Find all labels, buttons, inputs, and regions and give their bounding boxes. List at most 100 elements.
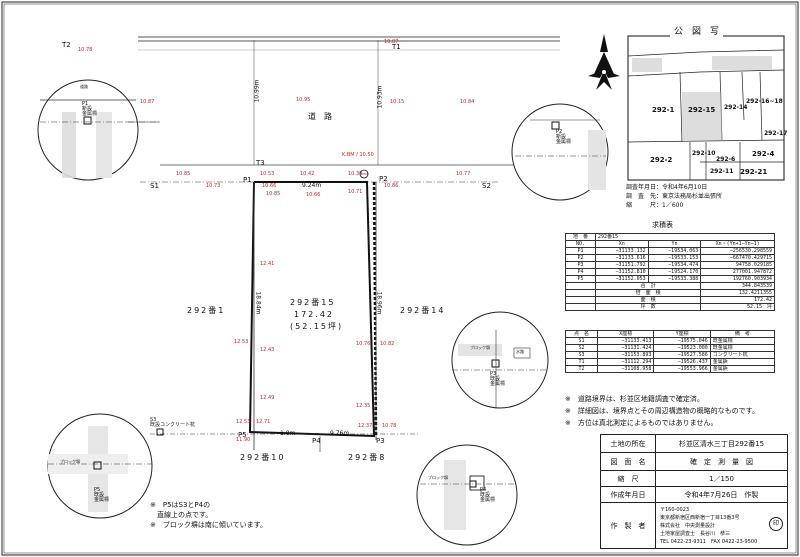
- point-t1: T1: [392, 43, 401, 51]
- dim-bottom-small: 1.8m: [280, 430, 296, 437]
- elev-label: 10.42: [300, 171, 315, 177]
- table-row: P1−31133.132−19534.063−256530.298559: [565, 247, 775, 255]
- parcel-label: 292-16~18: [746, 98, 783, 105]
- north-arrow-icon: [588, 34, 620, 90]
- elev-label: 10.86: [384, 183, 399, 189]
- elev-label: 11.90: [236, 437, 251, 443]
- point-t3: T3: [256, 159, 265, 167]
- p3-block: ブロック塀: [470, 345, 490, 350]
- point-t2: T2: [62, 41, 71, 49]
- point-s1: S1: [150, 182, 159, 190]
- elev-label: 10.71: [348, 189, 363, 195]
- point-p1: P1: [243, 176, 252, 184]
- point-p3: P3: [376, 437, 385, 445]
- elev-label: 10.87: [140, 99, 155, 105]
- parcel-label: 292-10: [692, 150, 716, 157]
- elev-label: 10.82: [380, 341, 395, 347]
- elev-label: 12.43: [260, 347, 275, 353]
- coord-table-title: 求積表: [652, 221, 673, 229]
- elev-label: 10.78: [382, 423, 397, 429]
- kozu-title: 公 図 写: [670, 28, 724, 37]
- detail-p3: [451, 311, 549, 409]
- elev-label: 10.53: [260, 171, 275, 177]
- elev-label: 10.78: [78, 47, 93, 53]
- parcel-label: 292-21: [740, 168, 768, 176]
- elev-label: 10.38: [348, 171, 363, 177]
- neighbor-bottom-left: 292番10: [240, 453, 286, 462]
- road-width-right: 10.93m: [376, 85, 384, 109]
- detail-p4: [416, 444, 518, 546]
- table-row: P2−31133.616−19533.153−667470.429715: [565, 254, 775, 262]
- point-p2: P2: [379, 175, 388, 183]
- detail-p5: [47, 413, 153, 519]
- elev-label: 10.15: [390, 99, 405, 105]
- parcel-label: 292-4: [752, 150, 775, 158]
- elev-label: 10.66: [306, 192, 321, 198]
- parcel-label: 292-11: [710, 168, 734, 175]
- elev-label: 12.37: [358, 423, 373, 429]
- elev-label: 10.66: [262, 183, 277, 189]
- notes-left: ※ P5はS3とP4の 直線上の点です。※ ブロック塀は南に傾いています。: [150, 501, 267, 529]
- point-s2: S2: [482, 182, 491, 190]
- dim-bottom: 9.76m: [330, 430, 350, 437]
- neighbor-right: 292番14: [400, 306, 446, 315]
- elev-label: 10.95: [296, 97, 311, 103]
- elev-label: 10.76: [356, 341, 371, 347]
- elev-label: 12.35: [356, 403, 371, 409]
- road-width-left: 10.99m: [253, 79, 261, 103]
- dim-top: 9.24m: [302, 182, 322, 189]
- dim-left: 18.84m: [254, 291, 262, 315]
- lot-area: 172.42: [294, 310, 334, 319]
- p5-block: ブロック塀: [60, 459, 80, 464]
- p1-road: 道路: [80, 84, 88, 89]
- parcel-label: 292-14: [724, 104, 748, 111]
- elev-label: 10.85: [176, 171, 191, 177]
- elev-label: 10.85: [266, 191, 281, 197]
- elev-label: 12.41: [260, 261, 275, 267]
- elev-label: 10.87: [384, 39, 399, 45]
- elev-label: 12.71: [256, 419, 271, 425]
- dim-right: 18.96m: [375, 291, 383, 315]
- elev-label: 10.84: [460, 99, 475, 105]
- p4-block: ブロック塀: [428, 475, 448, 480]
- detail-p2: [511, 103, 609, 201]
- parcel-label: 292-17: [764, 130, 788, 137]
- kozu-info: 調査年月日：令和4年6月10日調 査 先：東京法務局杉並出張所縮 尺：1／600: [626, 184, 723, 209]
- elev-label: 10.73: [206, 183, 221, 189]
- bm-label: K.BM / 10.50: [342, 152, 374, 158]
- notes-right: ※ 道路境界は、杉並区地籍調査で確定済。※ 詳細図は、境界点とその周辺構造物の概…: [565, 395, 759, 427]
- parcel-label: 292-6: [716, 156, 736, 163]
- neighbor-bottom-right: 292番8: [348, 453, 387, 462]
- elev-label: 10.77: [456, 171, 471, 177]
- neighbor-left: 292番1: [187, 306, 226, 315]
- lot-tsubo: (52.15坪): [290, 322, 344, 331]
- elev-label: 12.53: [236, 419, 251, 425]
- elev-label: 12.53: [234, 339, 249, 345]
- p3-water: 水路: [516, 349, 524, 354]
- detail-p1: [37, 79, 160, 181]
- elev-label: 12.49: [260, 395, 275, 401]
- seal-stamp: 印: [769, 517, 783, 531]
- point-p5: P5: [238, 431, 247, 439]
- road-label: 道 路: [308, 112, 332, 121]
- lot-name: 292番15: [290, 298, 336, 307]
- parcel-label: 292-2: [650, 156, 673, 164]
